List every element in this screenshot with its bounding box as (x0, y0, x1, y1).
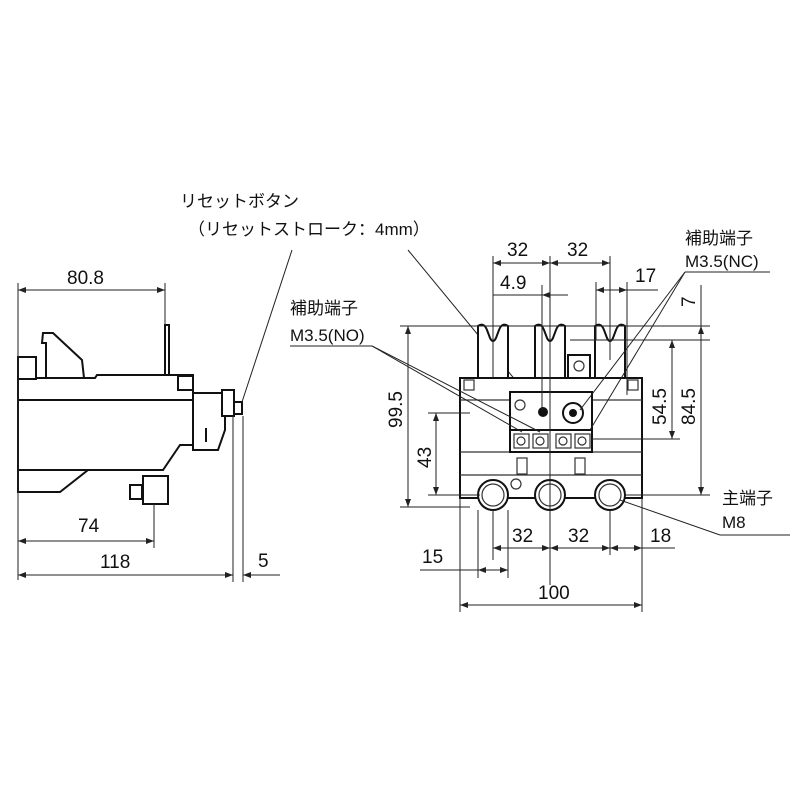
reset-button (233, 401, 243, 415)
dim-15: 15 (422, 547, 443, 568)
front-view: 32 32 4.9 17 99.5 43 54.5 84.5 7 (386, 240, 710, 612)
side-reset-housing (192, 392, 226, 451)
aux-terminal-block (509, 429, 593, 453)
reset-button-body (221, 389, 235, 417)
callout-aux-nc-title: 補助端子 (685, 229, 753, 248)
dim-bottom-32-left: 32 (512, 526, 533, 547)
dim-99.5: 99.5 (386, 391, 407, 428)
side-body (17, 399, 194, 471)
side-screw-head (129, 484, 143, 500)
dim-80.8: 80.8 (67, 268, 104, 289)
dim-top-32-right: 32 (567, 240, 588, 261)
dim-17: 17 (635, 266, 656, 287)
side-clip (177, 375, 194, 391)
callout-main-spec: M8 (722, 513, 746, 532)
side-view: 80.8 74 118 5 (17, 249, 293, 582)
dim-100: 100 (538, 583, 570, 604)
callout-aux-no-title: 補助端子 (290, 299, 358, 318)
callout-aux-no-spec: M3.5(NO) (290, 326, 365, 345)
dim-74: 74 (78, 516, 100, 537)
side-hook (40, 332, 86, 379)
dim-bottom-32-right: 32 (568, 526, 589, 547)
upper-terminals (477, 323, 626, 380)
reset-dot (538, 407, 548, 417)
dim-18: 18 (650, 526, 671, 547)
dim-118: 118 (100, 552, 130, 573)
dim-4.9: 4.9 (500, 273, 526, 294)
dim-54.5: 54.5 (650, 388, 671, 425)
callout-reset-button: リセットボタン (180, 192, 299, 211)
callout-main-title: 主端子 (722, 489, 773, 508)
side-main-terminal (142, 475, 169, 505)
callout-reset-stroke: （リセットストローク：4mm） (188, 220, 430, 239)
side-terminal-plate (164, 324, 170, 376)
side-tab (17, 356, 37, 380)
dim-43: 43 (415, 447, 436, 468)
dim-5: 5 (258, 551, 269, 572)
dim-7: 7 (679, 296, 700, 307)
side-base (17, 469, 91, 493)
dim-84.5: 84.5 (679, 388, 700, 425)
side-top-rib (17, 374, 194, 401)
main-terminals (477, 478, 626, 511)
dim-top-32-left: 32 (507, 240, 528, 261)
callout-aux-nc-spec: M3.5(NC) (685, 252, 759, 271)
